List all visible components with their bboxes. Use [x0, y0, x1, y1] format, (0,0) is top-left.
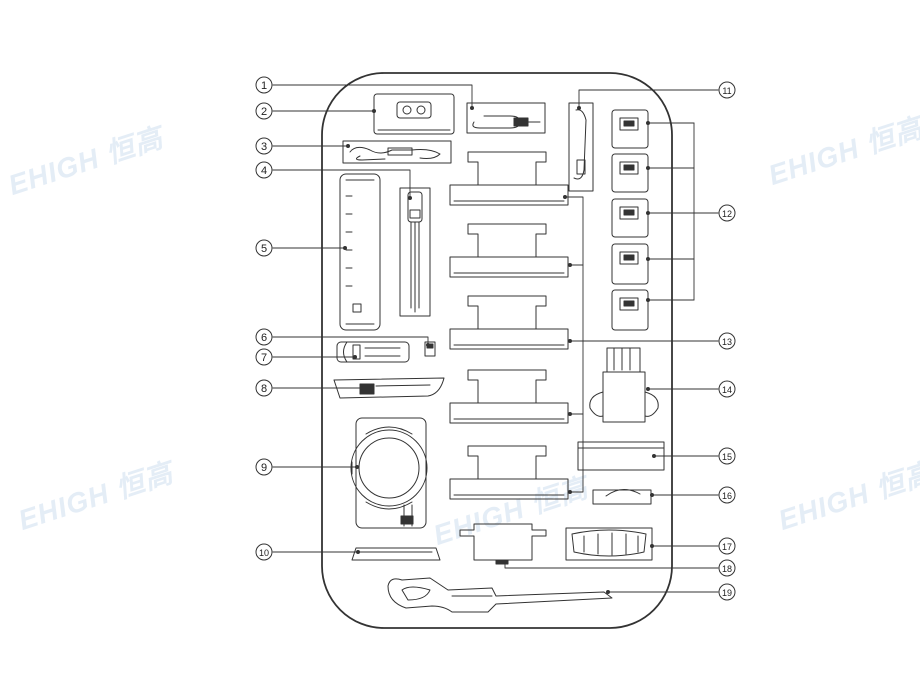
part-13-tray-stand-3 [449, 295, 569, 350]
part-14-clamp-device [589, 347, 659, 423]
adapter-3 [611, 198, 649, 238]
callout-12: 12 [718, 204, 736, 222]
adapter-4 [611, 243, 649, 285]
svg-text:19: 19 [722, 588, 732, 598]
svg-text:4: 4 [261, 165, 267, 177]
part-17-pad [565, 527, 653, 561]
part-10-flat-bar [351, 547, 441, 561]
case-outline [321, 72, 673, 629]
callout-16: 16 [718, 486, 736, 504]
svg-text:7: 7 [261, 352, 267, 364]
svg-text:10: 10 [259, 548, 269, 558]
svg-text:9: 9 [261, 462, 267, 474]
adapter-2 [611, 153, 649, 193]
part-2-switch-box [373, 93, 455, 135]
part-13-tray-stand-2 [449, 223, 569, 278]
svg-text:17: 17 [722, 542, 732, 552]
part-11-thin-cable [568, 102, 594, 192]
adapter-5 [611, 289, 649, 331]
part-9-round-device [350, 417, 428, 529]
callout-17: 17 [718, 537, 736, 555]
part-15-box [577, 441, 665, 471]
part-1-cable [466, 102, 546, 134]
svg-text:14: 14 [722, 385, 732, 395]
part-18-clip-box [459, 523, 547, 565]
part-12-adapter-set [611, 109, 649, 331]
part-19-lever-tool [387, 577, 613, 613]
leader-dots [343, 106, 656, 594]
svg-text:6: 6 [261, 332, 267, 344]
svg-text:13: 13 [722, 337, 732, 347]
callout-13: 13 [718, 332, 736, 350]
svg-text:2: 2 [261, 106, 267, 118]
callout-14: 14 [718, 380, 736, 398]
part-13-tray-stand-4 [449, 369, 569, 424]
adapter-1 [611, 109, 649, 149]
callout-6: 6 [255, 328, 273, 346]
callout-18: 18 [718, 559, 736, 577]
svg-text:11: 11 [722, 86, 731, 96]
svg-text:8: 8 [261, 383, 267, 395]
callout-8: 8 [255, 379, 273, 397]
callout-4: 4 [255, 161, 273, 179]
callout-3: 3 [255, 137, 273, 155]
svg-text:15: 15 [722, 452, 732, 462]
svg-text:5: 5 [261, 243, 267, 255]
svg-text:12: 12 [722, 209, 732, 219]
part-16-pouch [592, 489, 652, 505]
svg-text:3: 3 [261, 141, 267, 153]
callout-5: 5 [255, 239, 273, 257]
callout-10: 10 [255, 543, 273, 561]
part-13-tray-stand-5 [449, 445, 569, 500]
svg-text:1: 1 [261, 80, 267, 92]
callout-2: 2 [255, 102, 273, 120]
part-7-clamp-tool [336, 341, 410, 363]
callout-7: 7 [255, 348, 273, 366]
part-3-coiled-cable [342, 140, 452, 164]
svg-text:18: 18 [722, 564, 732, 574]
callout-1: 1 [255, 76, 273, 94]
part-5-handle [339, 173, 381, 331]
svg-text:16: 16 [722, 491, 732, 501]
part-13-tray-stand-1 [449, 151, 569, 206]
callout-markers: 1 2 3 4 5 6 7 8 9 10 11 12 13 14 15 16 1… [255, 76, 736, 601]
part-4-long-tool [399, 187, 431, 317]
callout-15: 15 [718, 447, 736, 465]
callout-19: 19 [718, 583, 736, 601]
part-8-pen-tool [333, 377, 445, 399]
callout-11: 11 [718, 81, 736, 99]
callout-9: 9 [255, 458, 273, 476]
leader-lines [272, 84, 719, 593]
